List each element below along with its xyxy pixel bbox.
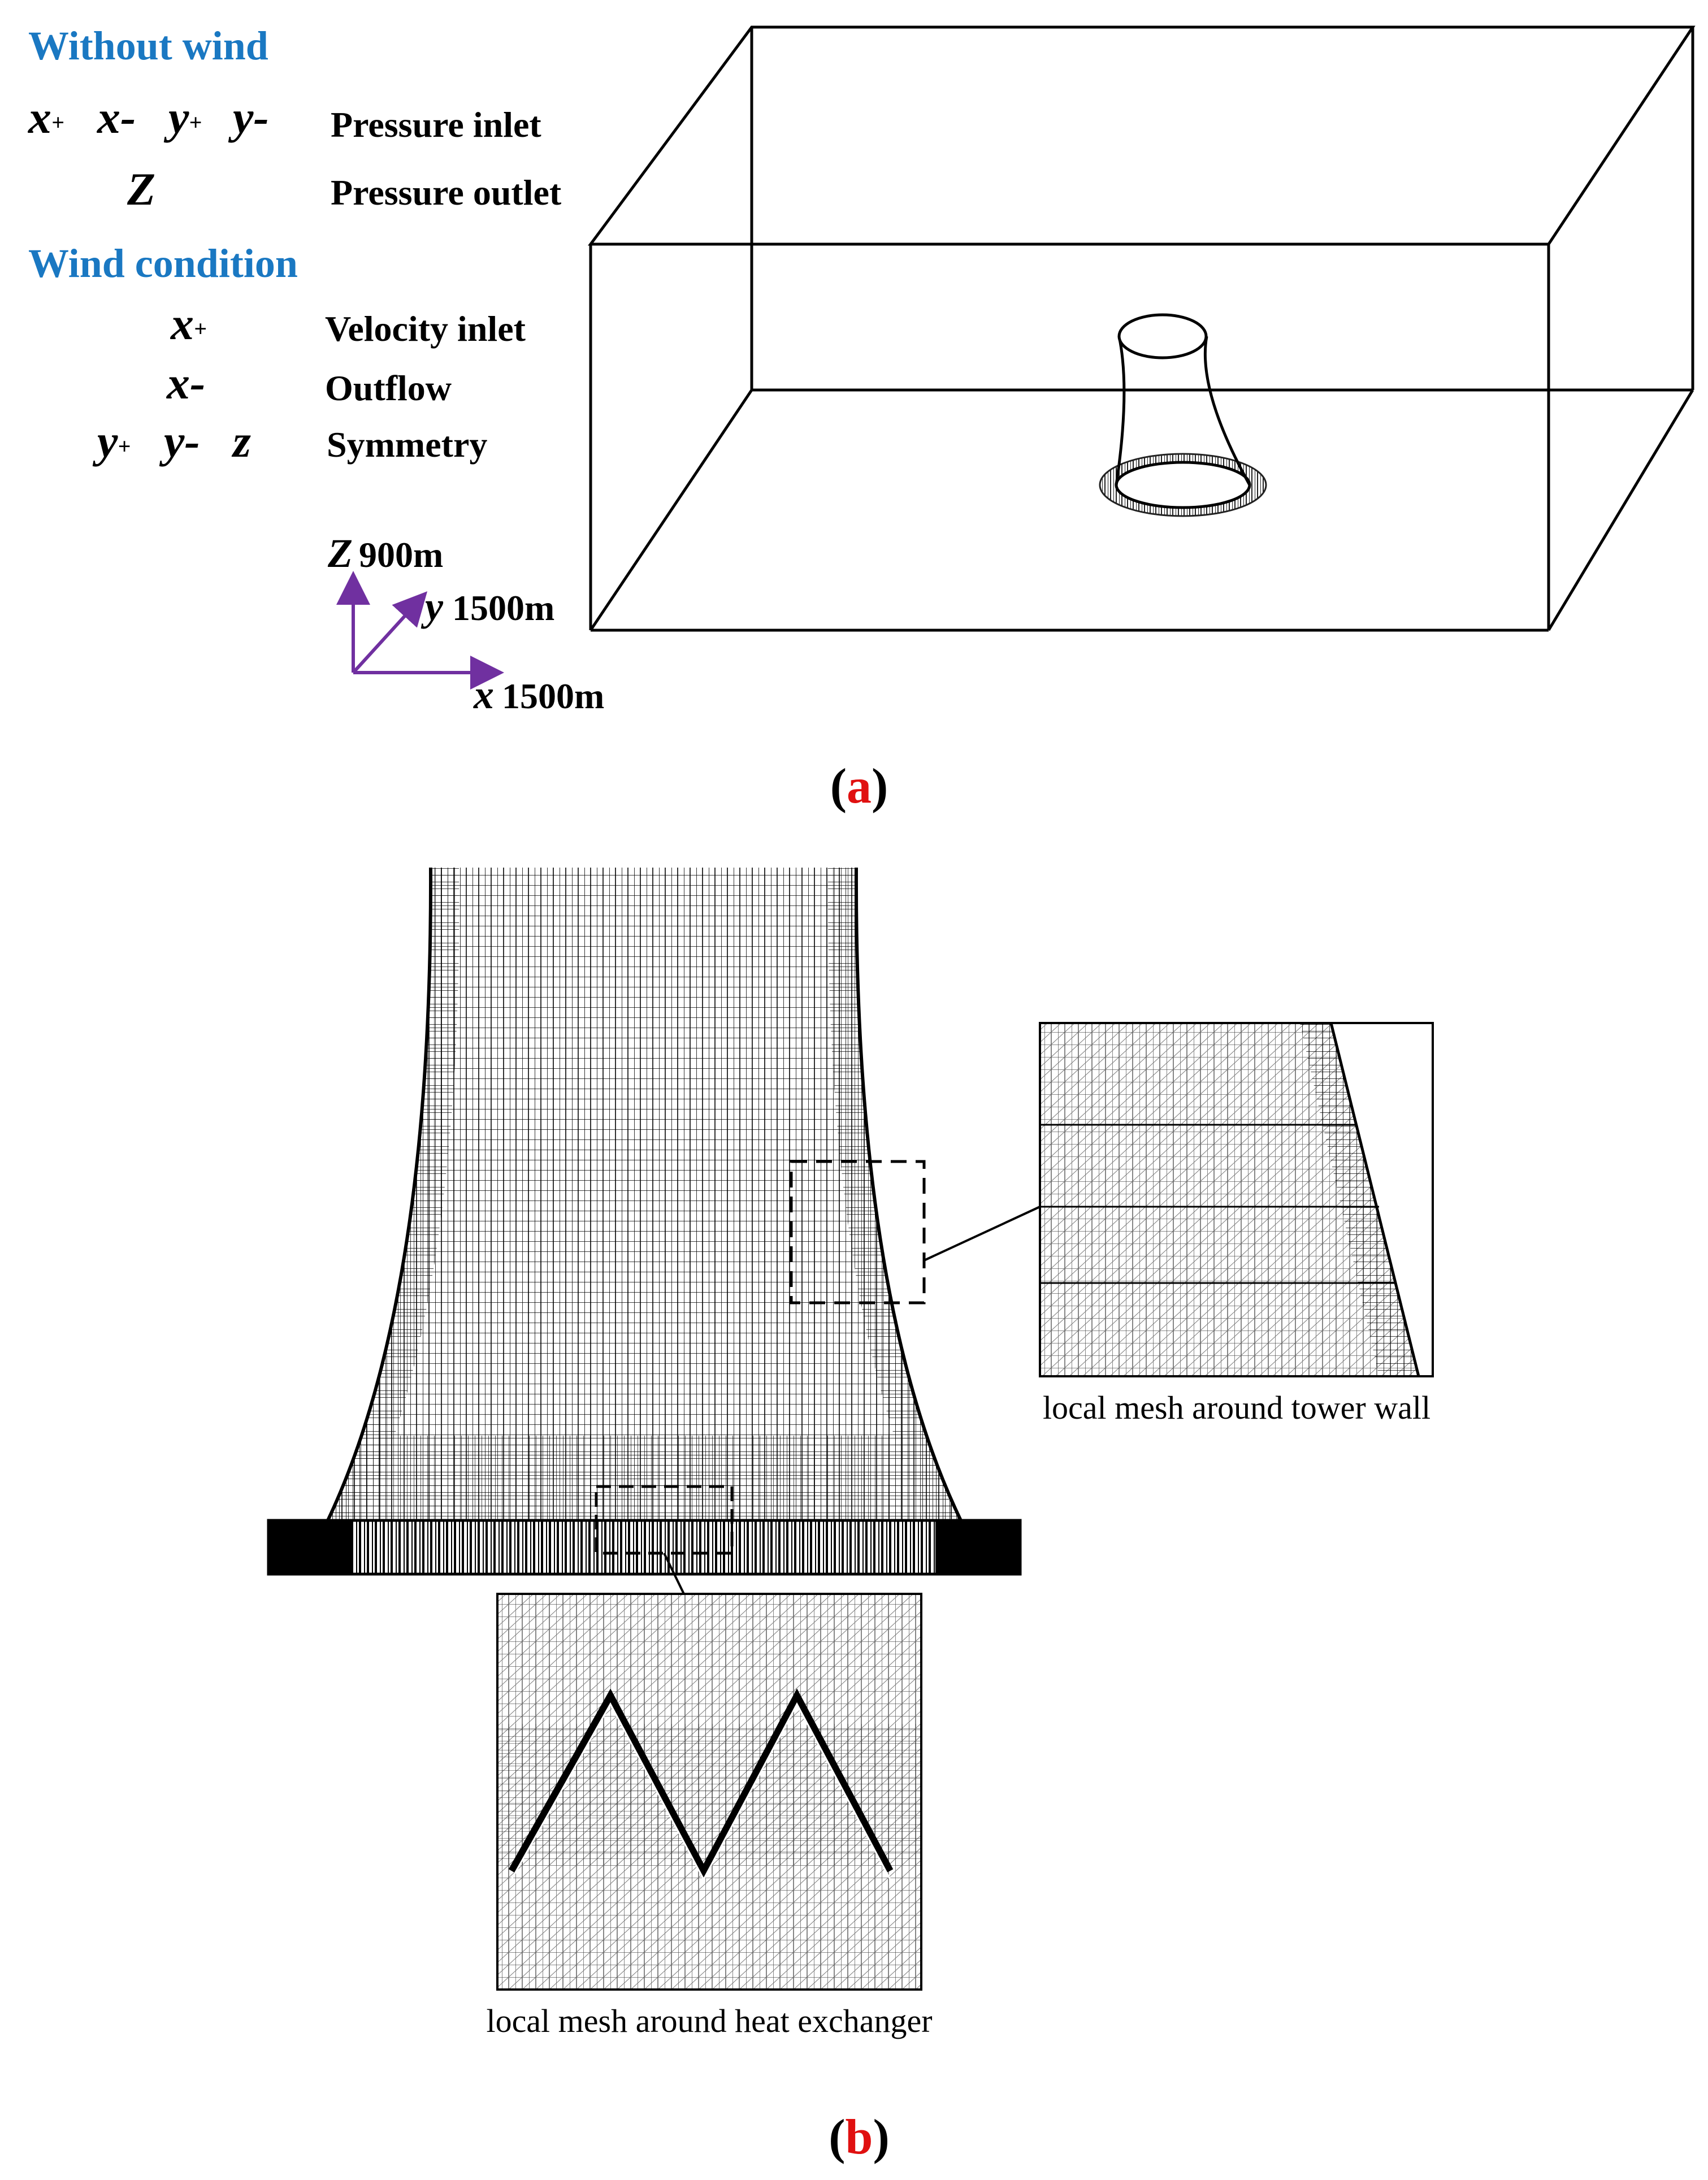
label-pressure-inlet: Pressure inlet [331,105,541,145]
inset-tower-wall-edge [1329,1022,1420,1377]
heat-exchanger-zigzag [508,1688,894,1878]
symbol-z-upper: Z [127,163,155,215]
mini-tower [1099,313,1267,517]
panel-label-a: (a) [830,759,888,814]
axis-arrow-y [352,591,428,674]
label-outflow: Outflow [325,368,452,408]
label-symmetry: Symmetry [327,424,487,465]
mini-tower-ring-inner [1115,461,1251,509]
caption-tower-wall: local mesh around tower wall [1043,1389,1430,1426]
symbol-y-plus: y+ [163,92,202,143]
mini-tower-shell-left [1115,336,1126,486]
inset-heat-exchanger: local mesh around heat exchanger [486,1593,933,2039]
inset-tower-wall-mesh [1040,1023,1419,1376]
heat-exchanger-selection-box [595,1485,734,1555]
axis-z-symbol: Z [327,531,353,576]
mini-tower-shell-right [1203,336,1251,486]
tower-base-band-left-block [268,1520,353,1574]
symbol-y-plus-wind: y+ [92,415,131,467]
legend-row-pressure-inlet: x+ x- y+ y- Pressure inlet [28,92,541,145]
heading-without-wind: Without wind [28,23,268,68]
heat-exchanger-leader-line [663,1553,685,1594]
tower-wall-selection-box [790,1160,926,1304]
symbol-y-minus-wind: y- [159,415,200,467]
tower-mesh-fill [328,868,961,1520]
legend-row-pressure-outlet: Z Pressure outlet [127,163,562,215]
inset-heat-exchanger-frame [496,1593,922,1991]
symbol-x-minus: x- [97,92,136,143]
axes-triad: Z 900m y 1500m x 1500m [327,531,604,717]
caption-heat-exchanger: local mesh around heat exchanger [486,2003,932,2039]
tower-outline [326,867,963,1522]
domain-box-back-top [588,25,1696,246]
inset-tower-wall: local mesh around tower wall [1039,1022,1434,1426]
symbol-z-wind: z [231,415,251,467]
legend-row-outflow: x- Outflow [166,357,452,409]
axis-x-size: 1500m [502,676,604,716]
axis-x-symbol: x [473,672,494,717]
tower-mesh [267,867,1022,1576]
symbol-y-minus: y- [228,92,269,143]
legend-without-wind: Without wind x+ x- y+ y- Pressure inlet … [28,23,562,215]
mini-tower-top [1117,313,1208,359]
inset-tower-wall-frame [1039,1022,1434,1377]
symbol-x-plus: x+ [28,92,64,143]
heading-wind-condition: Wind condition [28,241,298,286]
inset-heat-exchanger-mesh [497,1594,921,1990]
domain-box-edge-bottom-left [589,389,753,631]
domain-box [588,25,1696,632]
tower-wall-leader-line [924,1206,1041,1262]
axis-z-size: 900m [359,535,443,575]
domain-box-edge-bottom-right [1547,389,1694,631]
axis-y-symbol: y [421,584,444,629]
legend-row-velocity-inlet: x+ Velocity inlet [170,298,526,349]
symbol-x-plus-wind: x+ [170,298,207,349]
panel-label-b: (b) [829,2110,890,2165]
legend-wind-condition: Wind condition x+ Velocity inlet x- Outf… [28,241,526,467]
tower-base-band-right-block [935,1520,1020,1574]
legend-row-symmetry: y+ y- z Symmetry [92,415,487,467]
symbol-x-minus-wind: x- [166,357,205,409]
label-pressure-outlet: Pressure outlet [331,172,562,213]
label-velocity-inlet: Velocity inlet [325,309,526,349]
tower-base-band [267,1519,1022,1576]
axis-y-size: 1500m [452,588,554,628]
